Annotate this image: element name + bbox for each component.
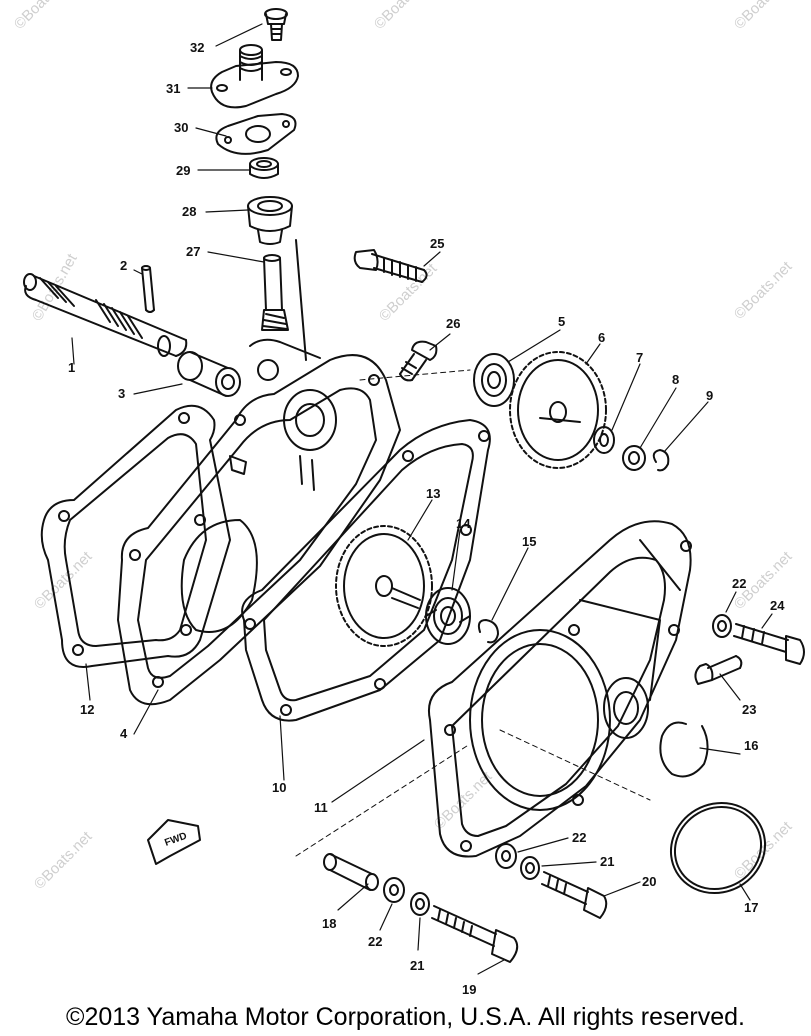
part-washer-21-lower (410, 892, 430, 916)
callout-26: 26 (446, 316, 460, 331)
part-bolt-26 (399, 340, 438, 382)
part-seal-29 (249, 157, 279, 179)
callout-29: 29 (176, 163, 190, 178)
watermark: ©Boats.net (31, 828, 96, 893)
leader-lines (71, 23, 773, 975)
part-housing-4 (117, 239, 401, 706)
callout-10: 10 (272, 780, 286, 795)
part-shaft-1 (23, 273, 188, 357)
callout-21-mid: 21 (600, 854, 614, 869)
callout-2: 2 (120, 258, 127, 273)
part-screw-32 (264, 8, 288, 41)
callout-6: 6 (598, 330, 605, 345)
callout-9: 9 (706, 388, 713, 403)
callout-3: 3 (118, 386, 125, 401)
callout-22-mid: 22 (572, 830, 586, 845)
callout-22-lower: 22 (368, 934, 382, 949)
part-gear-shaft-27 (261, 254, 289, 331)
part-bearing-14 (425, 587, 471, 645)
part-gear-13 (335, 525, 433, 647)
part-gasket-30 (215, 113, 297, 155)
callout-11: 11 (314, 800, 328, 815)
callout-24: 24 (770, 598, 785, 613)
callout-27: 27 (186, 244, 200, 259)
part-flange-31 (210, 44, 299, 109)
callout-19: 19 (462, 982, 476, 997)
part-washer-22-lower (383, 877, 405, 903)
callout-7: 7 (636, 350, 643, 365)
callout-15: 15 (522, 534, 536, 549)
callout-1: 1 (68, 360, 75, 375)
part-bolt-25 (353, 249, 428, 283)
callout-21-lower: 21 (410, 958, 424, 973)
part-oring-17 (669, 801, 767, 895)
part-gasket-10 (241, 419, 491, 722)
part-bolt-20 (541, 871, 608, 919)
part-circlip-16 (659, 721, 709, 778)
callout-23: 23 (742, 702, 756, 717)
callout-12: 12 (80, 702, 94, 717)
alignment-lines (295, 369, 651, 857)
watermark: ©Boats.net (29, 250, 81, 324)
callout-14: 14 (456, 516, 471, 531)
part-bolt-24 (733, 623, 805, 665)
callout-31: 31 (166, 81, 180, 96)
callout-30: 30 (174, 120, 188, 135)
callout-4: 4 (120, 726, 128, 741)
part-bearing-5 (473, 353, 515, 407)
part-dowel-18 (323, 853, 379, 891)
callout-28: 28 (182, 204, 196, 219)
part-bushing-28 (247, 196, 293, 245)
callout-22-right: 22 (732, 576, 746, 591)
part-washer-22-right (712, 614, 732, 638)
part-pin-2 (141, 265, 155, 313)
callout-13: 13 (426, 486, 440, 501)
fwd-arrow-icon (147, 819, 201, 865)
callout-20: 20 (642, 874, 656, 889)
exploded-parts-diagram: ©Boats.net ©Boats.net ©Boats.net ©Boats.… (11, 0, 805, 997)
part-washer-7 (593, 426, 615, 454)
watermark: ©Boats.net (731, 258, 796, 323)
part-clip-9 (652, 449, 670, 472)
watermark: ©Boats.net (731, 0, 796, 33)
watermark: ©Boats.net (11, 0, 76, 33)
watermark: ©Boats.net (31, 548, 96, 613)
part-circlip-15 (477, 619, 499, 644)
callout-32: 32 (190, 40, 204, 55)
watermark: ©Boats.net (371, 0, 436, 33)
part-gasket-12 (40, 404, 231, 668)
callout-8: 8 (672, 372, 679, 387)
part-sleeve-3 (177, 351, 241, 397)
callout-5: 5 (558, 314, 565, 329)
callout-16: 16 (744, 738, 758, 753)
watermark: ©Boats.net (731, 818, 796, 883)
part-cover-11 (428, 520, 692, 858)
part-bolt-19 (431, 905, 519, 963)
part-washer-22-mid (495, 843, 517, 869)
callout-18: 18 (322, 916, 336, 931)
fwd-label: FWD (163, 831, 188, 849)
part-gear-6 (509, 351, 607, 469)
copyright-notice: ©2013 Yamaha Motor Corporation, U.S.A. A… (66, 1003, 745, 1031)
part-bolt-23 (694, 655, 743, 685)
callout-17: 17 (744, 900, 758, 915)
callout-25: 25 (430, 236, 444, 251)
part-washer-21-mid (520, 856, 540, 880)
part-washer-8 (622, 445, 646, 471)
